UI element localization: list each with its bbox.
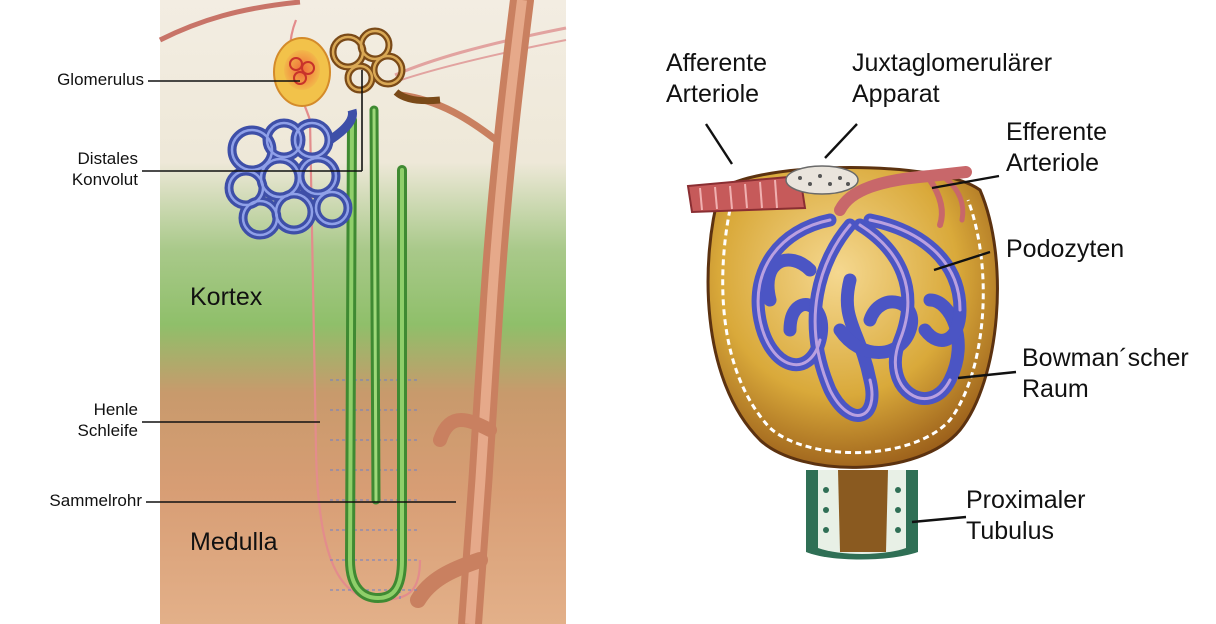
leader-afferente-arteriole: [706, 124, 732, 164]
label-proximaler-tubulus: Proximaler Tubulus: [966, 485, 1085, 547]
renal-corpuscle-illustration: [688, 166, 997, 560]
label-juxtaglomerulaerer-apparat: Juxtaglomerulärer Apparat: [852, 48, 1052, 110]
label-henle-schleife: Henle Schleife: [0, 400, 138, 441]
proximal-tubulus-lumen: [838, 470, 888, 552]
leader-juxtaglomerulaerer-apparat: [825, 124, 857, 158]
label-distales-konvolut: Distales Konvolut: [0, 149, 138, 190]
label-podozyten: Podozyten: [1006, 234, 1124, 265]
leader-proximaler-tubulus: [912, 517, 966, 522]
label-afferente-arteriole: Afferente Arteriole: [666, 48, 767, 110]
label-efferente-arteriole: Efferente Arteriole: [1006, 117, 1107, 179]
green-tubule-inner-highlight: [374, 110, 376, 500]
region-label-kortex: Kortex: [190, 283, 263, 311]
label-sammelrohr: Sammelrohr: [0, 491, 142, 512]
label-bowmanscher-raum: Bowman´scher Raum: [1022, 343, 1189, 405]
label-glomerulus: Glomerulus: [0, 70, 144, 91]
region-label-medulla: Medulla: [190, 528, 278, 556]
juxtaglomerular-cells: [786, 166, 858, 194]
